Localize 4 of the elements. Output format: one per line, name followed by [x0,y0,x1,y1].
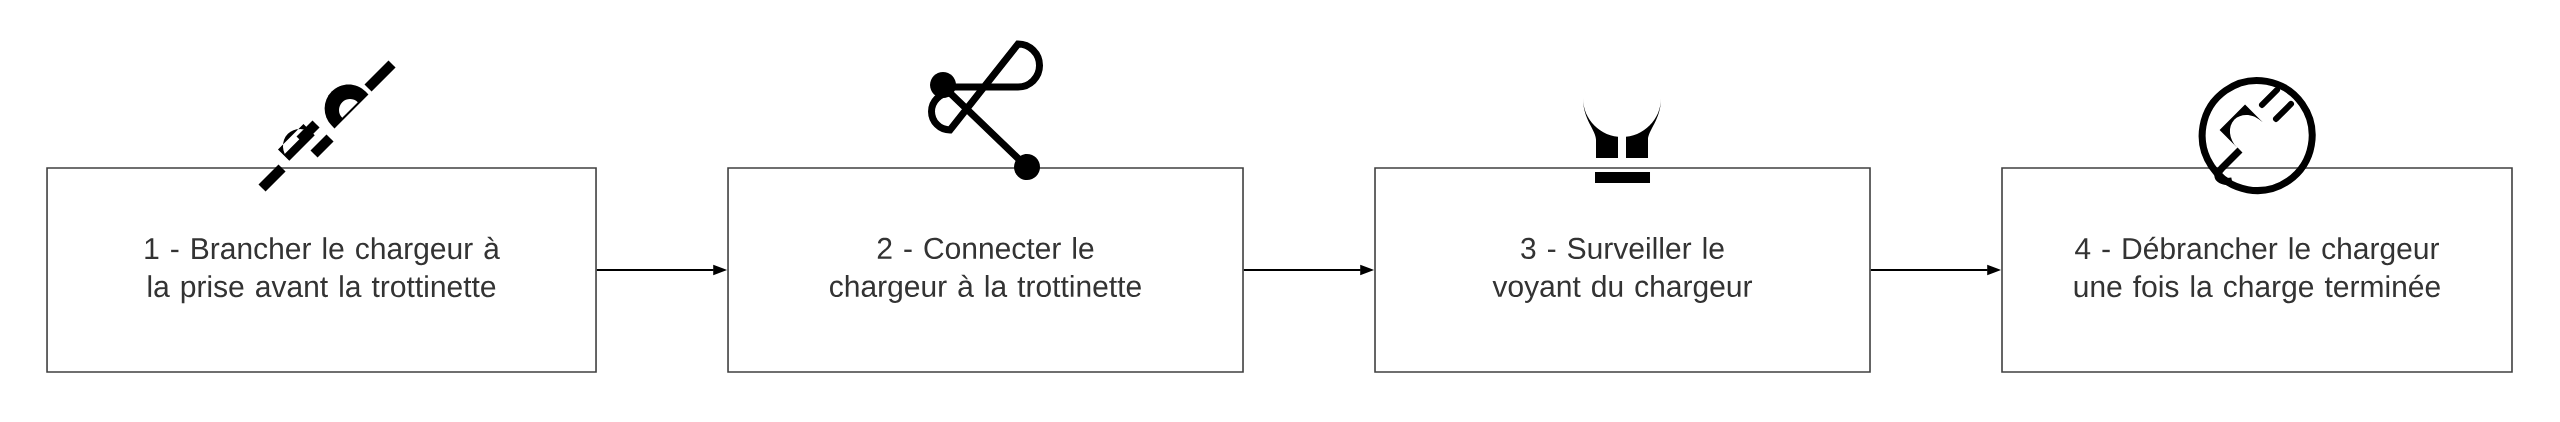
process-box: 4 - Débrancher le chargeur une fois la charge terminée [2001,167,2513,373]
process-box: 2 - Connecter le chargeur à la trottinette [727,167,1244,373]
process-box: 3 - Surveiller le voyant du chargeur [1374,167,1871,373]
process-box: 1 - Brancher le chargeur à la prise avant la trottinette [46,167,597,373]
